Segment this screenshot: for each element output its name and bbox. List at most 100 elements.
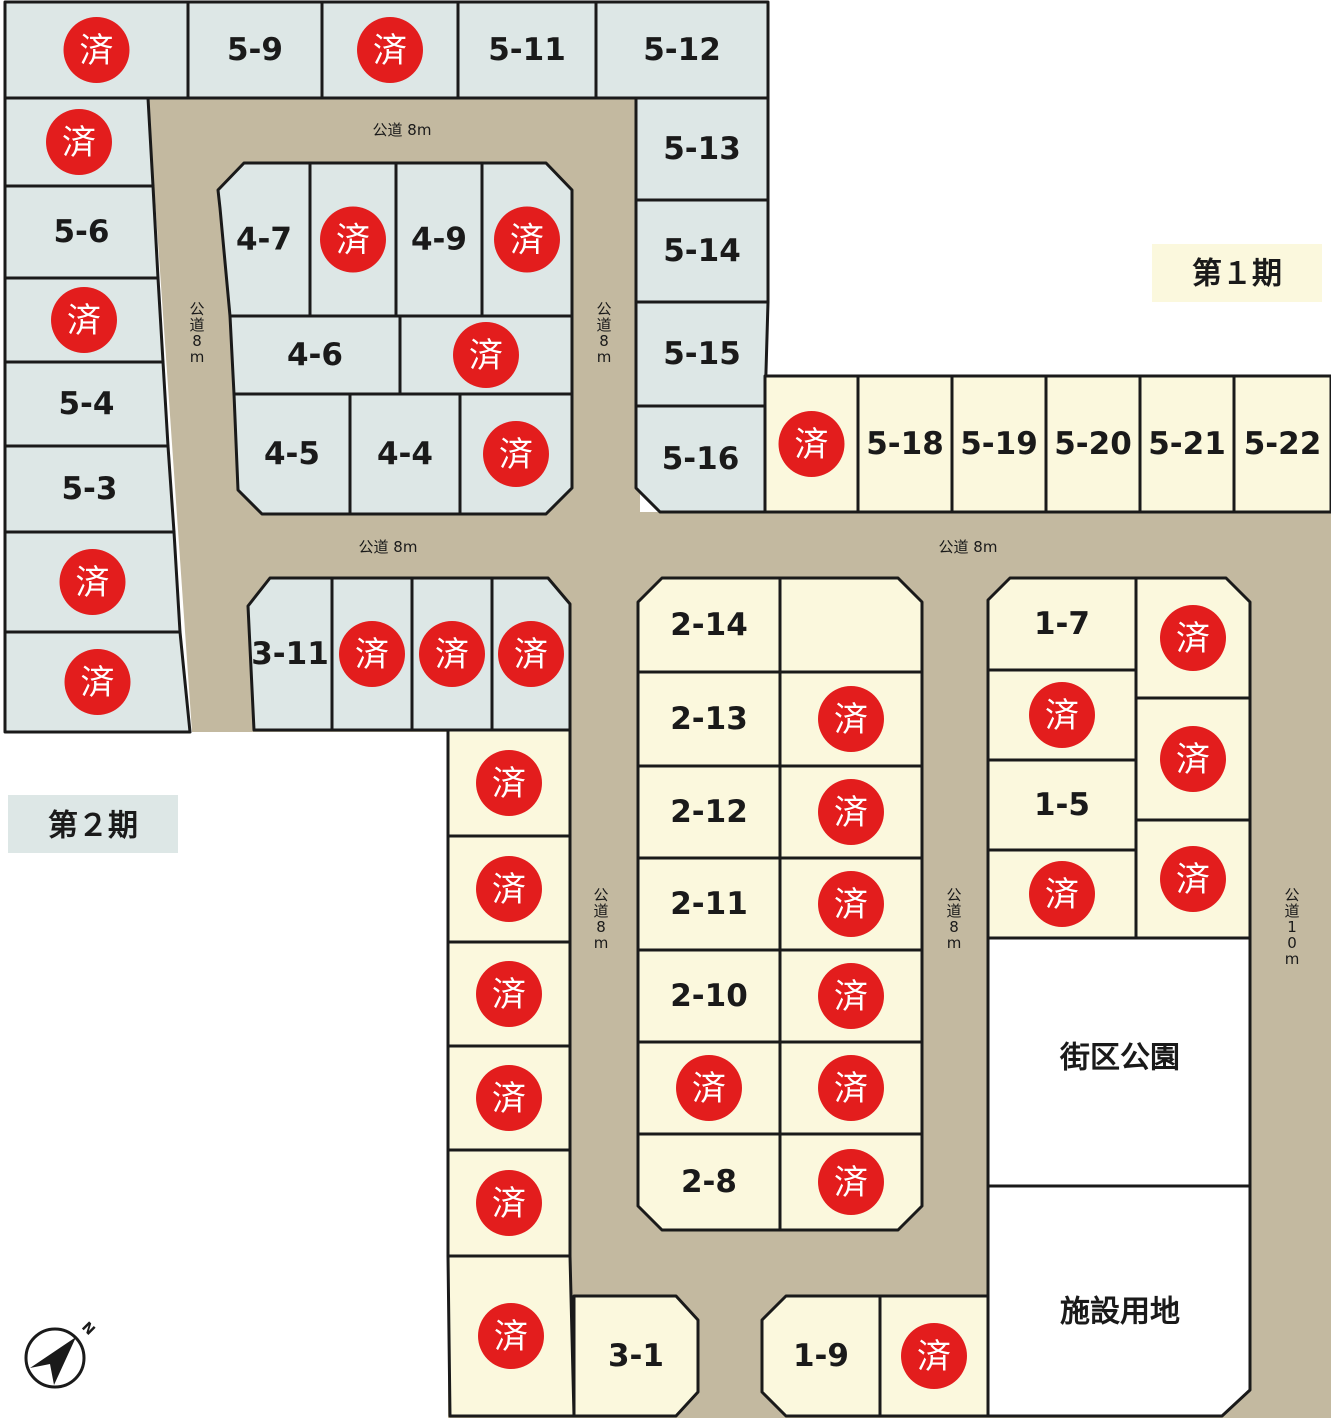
lot-5-22[interactable]: 5-22 bbox=[1232, 374, 1331, 514]
sold-badge-icon: 済 bbox=[901, 1323, 967, 1389]
lot-c5g[interactable]: 済 bbox=[3, 630, 192, 734]
lot-5-3[interactable]: 5-3 bbox=[3, 444, 176, 534]
lot-c5c[interactable]: 済 bbox=[3, 276, 165, 364]
lot-q3[interactable]: 済 bbox=[1134, 818, 1252, 940]
lot-2-12[interactable]: 2-12 bbox=[636, 764, 782, 860]
lot-5-21[interactable]: 5-21 bbox=[1138, 374, 1236, 514]
lot-t310[interactable]: 済 bbox=[330, 576, 414, 732]
lot-s4[interactable]: 済 bbox=[446, 1044, 572, 1152]
sold-badge-icon: 済 bbox=[476, 961, 542, 1027]
lot-5-14[interactable]: 5-14 bbox=[634, 198, 770, 304]
sold-badge-icon: 済 bbox=[476, 1065, 542, 1131]
facility-land[interactable]: 施設用地 bbox=[986, 1184, 1252, 1418]
sold-badge-icon: 済 bbox=[1160, 726, 1226, 792]
lot-c5a[interactable]: 済 bbox=[3, 96, 155, 188]
lot-s5[interactable]: 済 bbox=[446, 1148, 572, 1258]
lot-4-6[interactable]: 4-6 bbox=[228, 314, 402, 396]
sold-badge-icon: 済 bbox=[51, 287, 117, 353]
sold-badge-icon: 済 bbox=[59, 549, 126, 615]
lot-number: 5-11 bbox=[488, 32, 566, 68]
sold-badge-icon: 済 bbox=[46, 109, 112, 175]
lot-a28b[interactable]: 済 bbox=[778, 1132, 924, 1232]
lot-e17[interactable]: 済 bbox=[763, 374, 860, 514]
lot-r5a[interactable]: 済 bbox=[3, 0, 190, 100]
lot-2-11[interactable]: 2-11 bbox=[636, 856, 782, 952]
lot-l110[interactable]: 済 bbox=[878, 1294, 990, 1418]
lot-t39[interactable]: 済 bbox=[410, 576, 494, 732]
sold-badge-icon: 済 bbox=[818, 871, 884, 937]
lot-s1[interactable]: 済 bbox=[446, 728, 572, 838]
svg-text:済: 済 bbox=[435, 635, 469, 675]
lot-5-15[interactable]: 5-15 bbox=[634, 300, 770, 408]
park[interactable]: 街区公園 bbox=[986, 936, 1252, 1188]
lot-r5c[interactable]: 済 bbox=[320, 0, 460, 100]
lot-q2[interactable]: 済 bbox=[1134, 696, 1252, 822]
lot-p14[interactable]: 済 bbox=[986, 848, 1138, 940]
lot-5-9[interactable]: 5-9 bbox=[186, 0, 324, 100]
lot-b43[interactable]: 済 bbox=[458, 392, 574, 516]
lot-a211b[interactable]: 済 bbox=[778, 856, 924, 952]
lot-5-20[interactable]: 5-20 bbox=[1044, 374, 1142, 514]
lot-5-12[interactable]: 5-12 bbox=[594, 0, 770, 100]
lot-4-7[interactable]: 4-7 bbox=[216, 161, 312, 318]
phase1-label: 第１期 bbox=[1152, 244, 1322, 302]
sold-badge-icon: 済 bbox=[818, 1055, 884, 1121]
lot-a213b[interactable]: 済 bbox=[778, 670, 924, 768]
lot-number: 5-4 bbox=[58, 386, 114, 422]
svg-text:済: 済 bbox=[514, 635, 548, 675]
lot-5-19[interactable]: 5-19 bbox=[950, 374, 1048, 514]
lot-3-11[interactable]: 3-11 bbox=[246, 576, 334, 732]
lot-number: 4-6 bbox=[287, 337, 343, 373]
lot-number: 4-5 bbox=[264, 436, 320, 472]
lot-5-18[interactable]: 5-18 bbox=[856, 374, 954, 514]
lot-a210b[interactable]: 済 bbox=[778, 948, 924, 1044]
lot-q1[interactable]: 済 bbox=[1134, 576, 1252, 700]
sold-badge-icon: 済 bbox=[818, 779, 884, 845]
lot-c5f[interactable]: 済 bbox=[3, 530, 182, 634]
svg-text:済: 済 bbox=[692, 1069, 726, 1109]
lot-s2[interactable]: 済 bbox=[446, 834, 572, 944]
sold-badge-icon: 済 bbox=[498, 621, 564, 687]
lot-5-13[interactable]: 5-13 bbox=[634, 96, 770, 202]
svg-text:第２期: 第２期 bbox=[48, 809, 138, 844]
lot-number: 5-3 bbox=[61, 471, 117, 507]
lot-5-6[interactable]: 5-6 bbox=[3, 184, 160, 280]
lot-5-16[interactable]: 5-16 bbox=[634, 404, 767, 514]
lot-b46b[interactable]: 済 bbox=[398, 314, 574, 396]
svg-text:済: 済 bbox=[1045, 875, 1079, 915]
lot-4-9[interactable]: 4-9 bbox=[394, 161, 484, 318]
lot-a29b[interactable]: 済 bbox=[778, 1040, 924, 1136]
sold-badge-icon: 済 bbox=[818, 686, 884, 752]
lot-number: 5-6 bbox=[53, 214, 109, 250]
lot-2-8[interactable]: 2-8 bbox=[636, 1132, 782, 1232]
lot-4-4[interactable]: 4-4 bbox=[348, 392, 462, 516]
lot-4-5[interactable]: 4-5 bbox=[232, 392, 352, 516]
sold-badge-icon: 済 bbox=[476, 856, 542, 922]
lot-a29[interactable]: 済 bbox=[636, 1040, 782, 1136]
sold-badge-icon: 済 bbox=[483, 421, 549, 487]
lot-2-13[interactable]: 2-13 bbox=[636, 670, 782, 768]
lot-5-4[interactable]: 5-4 bbox=[3, 360, 170, 448]
lot-1-7[interactable]: 1-7 bbox=[986, 576, 1138, 672]
lot-b410[interactable]: 済 bbox=[480, 161, 574, 318]
lot-b48[interactable]: 済 bbox=[308, 161, 398, 318]
lot-1-9[interactable]: 1-9 bbox=[760, 1294, 882, 1418]
svg-text:済: 済 bbox=[834, 793, 868, 833]
lot-a212b[interactable]: 済 bbox=[778, 764, 924, 860]
lot-2-10[interactable]: 2-10 bbox=[636, 948, 782, 1044]
lot-s3[interactable]: 済 bbox=[446, 940, 572, 1048]
sold-badge-icon: 済 bbox=[419, 621, 485, 687]
lot-3-1[interactable]: 3-1 bbox=[572, 1294, 700, 1418]
lot-1-5[interactable]: 1-5 bbox=[986, 758, 1138, 852]
lot-a214b[interactable] bbox=[778, 576, 924, 674]
lot-p16[interactable]: 済 bbox=[986, 668, 1138, 762]
lot-number: 5-18 bbox=[866, 426, 944, 462]
lot-t38[interactable]: 済 bbox=[490, 576, 572, 732]
lot-2-14[interactable]: 2-14 bbox=[636, 576, 782, 674]
lot-5-11[interactable]: 5-11 bbox=[456, 0, 598, 100]
lot-s6[interactable]: 済 bbox=[446, 1254, 576, 1418]
